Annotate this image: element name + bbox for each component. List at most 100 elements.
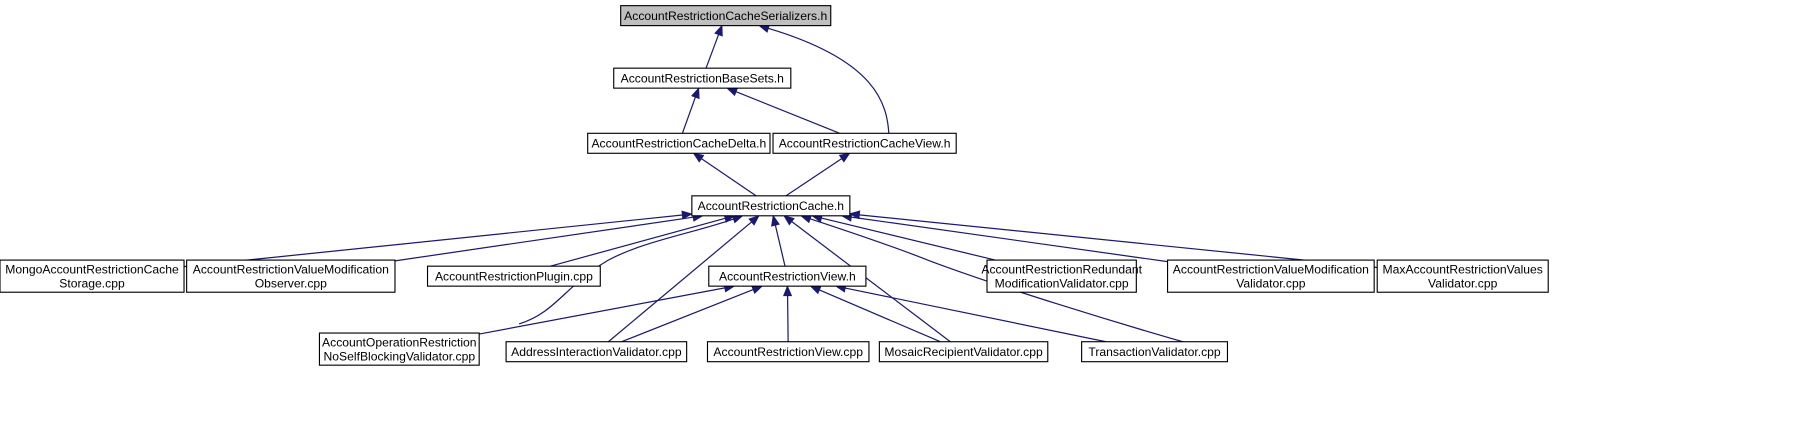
node-cache_serializers[interactable]: AccountRestrictionCacheSerializers.h: [620, 5, 832, 27]
edge-line: [621, 289, 754, 343]
node-label: AccountRestrictionCacheDelta.h: [591, 137, 766, 151]
node-restriction_view_cpp[interactable]: AccountRestrictionView.cpp: [706, 341, 870, 363]
node-label: AccountRestrictionCacheView.h: [779, 137, 951, 151]
edge-line: [768, 27, 890, 135]
edge-line: [787, 295, 789, 342]
node-value_mod_observer[interactable]: AccountRestrictionValueModificationObser…: [186, 259, 396, 293]
node-cache_view[interactable]: AccountRestrictionCacheView.h: [772, 132, 957, 154]
node-label: AccountRestrictionValueModification: [1173, 263, 1369, 277]
edge-arrowhead: [809, 285, 822, 295]
edge-line: [394, 216, 694, 262]
edge-cache_view-to-cache_serializers: [758, 24, 890, 135]
edge-mosaic_recipient-to-cache: [783, 215, 951, 343]
edge-arrowhead: [771, 214, 780, 227]
edge-base_sets-to-cache_serializers: [705, 24, 723, 69]
edge-restriction_view_cpp-to-restriction_view_h: [783, 284, 793, 342]
edge-arrowhead: [692, 152, 705, 163]
edge-line: [479, 287, 725, 335]
edge-arrowhead: [726, 87, 739, 97]
node-label: Validator.cpp: [1236, 276, 1306, 290]
edge-arrowhead: [681, 210, 693, 220]
node-box: [426, 265, 601, 287]
edge-line: [183, 214, 683, 268]
node-label: Storage.cpp: [59, 276, 125, 290]
edge-restriction_view_h-to-cache: [771, 214, 786, 267]
edge-arrowhead: [783, 215, 795, 226]
node-op_no_self_blocking[interactable]: AccountOperationRestrictionNoSelfBlockin…: [318, 332, 480, 366]
node-label: MosaicRecipientValidator.cpp: [884, 345, 1043, 359]
node-label: ModificationValidator.cpp: [995, 276, 1129, 290]
node-base_sets[interactable]: AccountRestrictionBaseSets.h: [613, 67, 792, 89]
node-mosaic_recipient[interactable]: MosaicRecipientValidator.cpp: [878, 341, 1049, 363]
node-restriction_view_h[interactable]: AccountRestrictionView.h: [708, 265, 867, 287]
edge-line: [681, 96, 696, 134]
node-box: [986, 259, 1137, 293]
edge-address_interaction-to-cache: [607, 215, 760, 343]
node-box: [706, 341, 870, 363]
edge-line: [607, 221, 752, 343]
edge-cache_delta-to-base_sets: [681, 87, 700, 134]
edge-line: [705, 34, 720, 69]
edge-line: [821, 217, 996, 261]
edge-address_interaction-to-restriction_view_h: [621, 285, 764, 343]
node-box: [691, 195, 851, 217]
node-box: [772, 132, 957, 154]
edge-redundant_validator-to-cache: [811, 213, 996, 261]
edge-line: [845, 287, 1107, 343]
node-label: AccountRestrictionView.h: [719, 269, 856, 283]
edge-line: [859, 214, 1378, 269]
node-box: [1167, 259, 1375, 293]
edge-op_no_self_blocking-to-restriction_view_h: [479, 283, 736, 335]
node-box: [613, 67, 792, 89]
node-redundant_validator[interactable]: AccountRestrictionRedundantModificationV…: [981, 259, 1143, 293]
node-label: MongoAccountRestrictionCache: [5, 263, 179, 277]
edge-line: [785, 158, 843, 197]
node-cache[interactable]: AccountRestrictionCache.h: [691, 195, 851, 217]
edge-arrowhead: [691, 87, 700, 100]
node-address_interaction[interactable]: AddressInteractionValidator.cpp: [505, 341, 688, 363]
edge-line: [550, 217, 726, 267]
node-box: [0, 259, 185, 293]
edge-line: [819, 289, 941, 343]
edge-mongo_storage-to-cache: [183, 210, 693, 268]
node-value_mod_validator[interactable]: AccountRestrictionValueModificationValid…: [1167, 259, 1375, 293]
node-transaction_validator[interactable]: TransactionValidator.cpp: [1081, 341, 1229, 363]
nodes-layer: AccountRestrictionCacheSerializers.hAcco…: [0, 5, 1549, 366]
edge-cache-to-cache_view: [785, 152, 851, 197]
node-box: [1081, 341, 1229, 363]
node-label: AccountRestrictionBaseSets.h: [621, 71, 784, 85]
node-box: [505, 341, 688, 363]
node-label: MaxAccountRestrictionValues: [1383, 263, 1543, 277]
edge-line: [851, 216, 1168, 263]
node-label: AccountRestrictionView.cpp: [713, 345, 863, 359]
node-plugin[interactable]: AccountRestrictionPlugin.cpp: [426, 265, 601, 287]
edge-line: [774, 224, 786, 267]
node-box: [878, 341, 1049, 363]
edge-transaction_validator-to-restriction_view_h: [834, 283, 1107, 343]
node-label: AccountRestrictionRedundant: [981, 263, 1142, 277]
edge-plugin-to-cache: [550, 214, 736, 267]
node-cache_delta[interactable]: AccountRestrictionCacheDelta.h: [587, 132, 771, 154]
edge-line: [735, 91, 840, 134]
node-label: AccountOperationRestriction: [322, 335, 477, 349]
node-label: AccountRestrictionValueModification: [193, 263, 389, 277]
node-box: [318, 332, 480, 366]
edge-cache_view-to-base_sets: [726, 87, 840, 134]
edge-arrowhead: [714, 24, 723, 37]
node-label: Validator.cpp: [1428, 276, 1498, 290]
node-label: TransactionValidator.cpp: [1088, 345, 1220, 359]
node-box: [186, 259, 396, 293]
node-label: NoSelfBlockingValidator.cpp: [324, 349, 476, 363]
node-label: AccountRestrictionPlugin.cpp: [435, 269, 593, 283]
edge-arrowhead: [783, 284, 793, 297]
edge-arrowhead: [848, 210, 861, 220]
node-label: AddressInteractionValidator.cpp: [511, 345, 682, 359]
node-label: Observer.cpp: [255, 276, 327, 290]
edge-max_values_validator-to-cache: [848, 210, 1378, 269]
edge-cache-to-cache_delta: [692, 152, 757, 197]
edge-arrowhead: [748, 215, 760, 226]
node-box: [587, 132, 771, 154]
